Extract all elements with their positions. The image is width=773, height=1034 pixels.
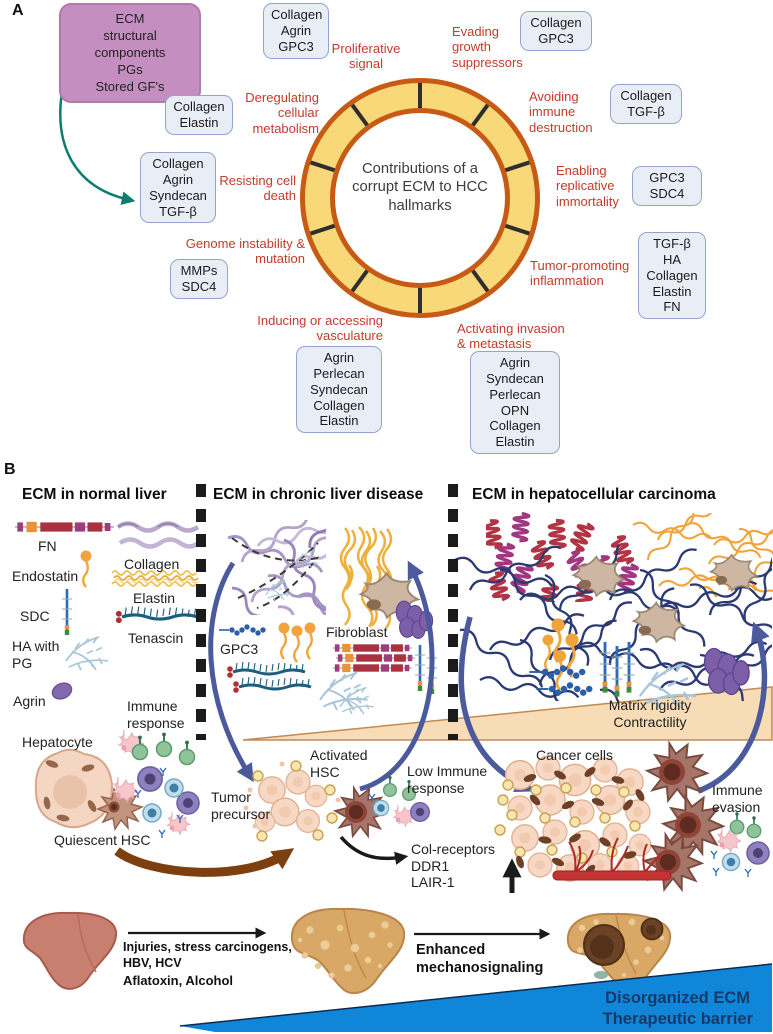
collagen-tangle: [226, 520, 326, 615]
fibroblast-label: Fibroblast: [326, 624, 388, 640]
component-box-proliferative: Collagen Agrin GPC3: [263, 3, 329, 59]
hallmark-label-evading-growth-suppressors: Evading growth suppressors: [452, 24, 523, 70]
progression-brown-arrow: [114, 847, 295, 877]
elastin-tangle-dense: [631, 513, 773, 597]
hallmark-label-genome-instability: Genome instability & mutation: [185, 236, 305, 267]
component-box-invasion: Agrin Syndecan Perlecan OPN Collagen Ela…: [470, 351, 560, 455]
sdc-icon: [60, 587, 74, 637]
tenascin-label: Tenascin: [128, 630, 184, 646]
immune-evasion-label: Immune evasion: [712, 782, 763, 815]
immune-response-label: Immune response: [127, 698, 185, 731]
agrin-icon: [51, 682, 73, 700]
gpc3-icon: [218, 623, 267, 637]
fn-fragments: [332, 643, 416, 673]
hallmark-label-resisting-cell-death: Resisting cell death: [219, 173, 296, 204]
endostatin-label: Endostatin: [12, 568, 79, 584]
panel-b-letter: B: [4, 461, 16, 478]
hallmark-label-deregulating-metabolism: Deregulating cellular metabolism: [245, 90, 319, 136]
activated-hsc-label: Activated HSC: [310, 747, 368, 780]
fibrotic-liver: [290, 907, 406, 995]
collagen-label: Collagen: [124, 556, 180, 572]
fibroblasts-hcc: [572, 554, 758, 643]
component-box-evading: Collagen GPC3: [520, 11, 592, 51]
component-box-deregulating: Collagen Elastin: [165, 95, 233, 135]
blood-vessel: [552, 837, 672, 881]
elastin-band-icon: [111, 570, 200, 587]
section-title-normal-liver: ECM in normal liver: [22, 486, 167, 503]
section-divider-left: [196, 484, 206, 740]
tenascin-fibers-mid: [225, 660, 313, 695]
component-box-avoiding: Collagen TGF-β: [610, 84, 682, 124]
panel-a-letter: A: [12, 2, 24, 19]
ha-with-pg-label: HA with PG: [12, 638, 60, 671]
hallmark-label-activating-invasion-metastasis: Activating invasion & metastasis: [457, 321, 565, 352]
low-immune-response-label: Low Immune response: [407, 763, 488, 796]
enhanced-mechanosignaling-text: Enhanced mechanosignaling: [416, 942, 544, 977]
collagen-fibers-icon: [116, 521, 200, 549]
endostatin-icon: [79, 549, 93, 589]
component-box-inflammation: TGF-β HA Collagen Elastin FN: [638, 232, 706, 320]
source-to-box-teal-arrow: [59, 91, 136, 205]
injuries-text: Injuries, stress carcinogens, HBV, HCV: [123, 940, 292, 971]
ha-with-pg-icon: [65, 636, 109, 671]
col-receptor-arrow: [339, 835, 409, 865]
elastin-label: Elastin: [133, 590, 176, 606]
cancer-cells-mass: [494, 742, 725, 891]
immune-cells-cluster-right: [710, 811, 770, 878]
component-box-resisting: Collagen Agrin Syndecan TGF-β: [140, 152, 216, 224]
matrix-rigidity-label: Matrix rigidity Contractility: [608, 697, 692, 730]
hallmark-label-enabling-replicative-immortality: Enabling replicative immortality: [556, 163, 619, 209]
agrin-label: Agrin: [13, 693, 46, 709]
tumor-precursor-cells: [243, 760, 341, 842]
fn-icon: [14, 521, 115, 533]
hepatocyte-label: Hepatocyte: [22, 734, 93, 750]
gpc3-label: GPC3: [220, 641, 259, 657]
section-title-hcc: ECM in hepatocellular carcinoma: [472, 486, 716, 503]
therapeutic-barrier-text: Therapeutic barrier: [602, 1010, 753, 1028]
cancer-cells-label: Cancer cells: [536, 747, 614, 763]
fn-label: FN: [38, 538, 57, 554]
component-box-enabling: GPC3 SDC4: [632, 166, 702, 206]
endostatin-trio: [277, 621, 317, 664]
sdc-receptors-hcc: [598, 640, 636, 699]
ha-tufts-mid: [318, 671, 375, 715]
quiescent-hsc-label: Quiescent HSC: [54, 832, 151, 848]
component-box-genome: MMPs SDC4: [170, 259, 228, 299]
component-box-vasculature: Agrin Perlecan Syndecan Collagen Elastin: [296, 346, 382, 434]
hcc-liver: [566, 912, 672, 989]
hallmarks-wheel: [300, 78, 540, 318]
cycle-arrows-mid: [208, 560, 435, 792]
tumor-precursor-label: Tumor precursor: [211, 789, 271, 822]
section-title-chronic-disease: ECM in chronic liver disease: [213, 486, 424, 503]
wheel-title: Contributions of a corrupt ECM to HCC ha…: [352, 161, 488, 214]
disorganized-ecm-text: Disorganized ECM: [605, 989, 750, 1007]
hallmark-label-avoiding-immune-destruction: Avoiding immune destruction: [529, 89, 593, 135]
aflatoxin-text: Aflatoxin, Alcohol: [123, 973, 234, 988]
section-divider-right: [448, 484, 458, 740]
rigidity-triangle: [242, 686, 773, 741]
hallmark-label-tumor-promoting-inflammation: Tumor-promoting inflammation: [530, 258, 630, 289]
hallmark-label-proliferative-signal: Proliferative signal: [331, 41, 401, 72]
hallmark-label-inducing-vasculature: Inducing or accessing vasculature: [257, 313, 383, 344]
col-receptors-label: Col-receptors DDR1 LAIR-1: [411, 841, 496, 891]
severity-triangle: [179, 963, 773, 1032]
ecm-source-box: ECM structural components PGs Stored GF'…: [59, 3, 201, 104]
hepatocyte-cell: [34, 748, 114, 829]
sdc-label: SDC: [20, 608, 50, 624]
healthy-liver: [22, 911, 118, 990]
tenascin-icon: [114, 604, 200, 625]
